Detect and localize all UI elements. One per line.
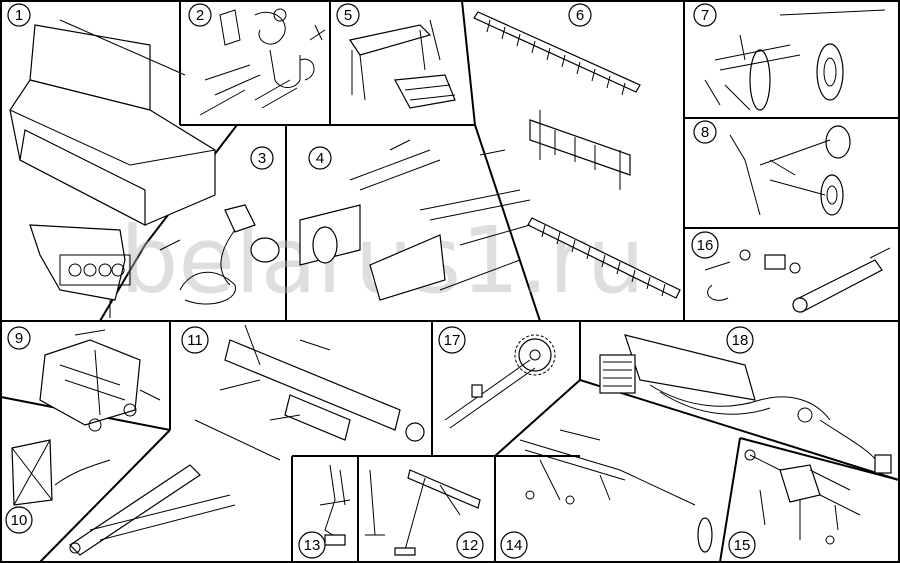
callout-15: 15 xyxy=(728,531,756,559)
panel-6-tooth-bars xyxy=(473,11,681,299)
svg-text:7: 7 xyxy=(701,7,709,24)
callout-10: 10 xyxy=(5,506,33,534)
callout-8: 8 xyxy=(693,120,717,144)
svg-text:5: 5 xyxy=(344,7,352,24)
svg-text:6: 6 xyxy=(576,7,584,24)
svg-text:1: 1 xyxy=(15,7,23,24)
svg-text:8: 8 xyxy=(701,124,709,141)
svg-text:14: 14 xyxy=(506,537,523,554)
panel-9-bracket xyxy=(39,329,161,432)
callout-6: 6 xyxy=(568,3,592,27)
svg-text:11: 11 xyxy=(187,332,203,349)
callout-11: 11 xyxy=(181,326,209,354)
callout-16: 16 xyxy=(691,231,719,259)
panel-8-wheel-assembly xyxy=(729,125,851,216)
callout-12: 12 xyxy=(456,531,484,559)
svg-text:16: 16 xyxy=(697,237,714,254)
panel-11-drawbar xyxy=(69,324,425,556)
panel-3-hose xyxy=(159,204,280,305)
callout-3: 3 xyxy=(250,146,274,170)
svg-text:10: 10 xyxy=(11,512,28,529)
panel-16-cylinder xyxy=(704,247,891,313)
panel-4-frame xyxy=(299,139,531,301)
callout-13: 13 xyxy=(298,531,326,559)
panel-number-callouts: 1 2 3 4 5 6 7 8 9 10 11 12 13 14 15 16 1… xyxy=(5,3,756,559)
svg-text:13: 13 xyxy=(304,537,321,554)
callout-17: 17 xyxy=(438,326,466,354)
panel-7-wheel-disc xyxy=(704,9,886,111)
svg-text:18: 18 xyxy=(732,332,749,349)
callout-7: 7 xyxy=(693,3,717,27)
svg-text:2: 2 xyxy=(196,7,204,24)
panel-5-steps xyxy=(349,19,456,109)
callout-5: 5 xyxy=(336,3,360,27)
panel-10-plate xyxy=(11,439,111,506)
panel-18-tank xyxy=(599,334,892,474)
callout-1: 1 xyxy=(7,3,31,27)
callout-14: 14 xyxy=(500,531,528,559)
callout-9: 9 xyxy=(7,326,31,350)
panel-15-valve xyxy=(744,449,861,545)
svg-text:15: 15 xyxy=(734,537,751,554)
panel-17-sprocket xyxy=(444,334,556,429)
svg-text:4: 4 xyxy=(316,150,324,167)
panel-14-linkage xyxy=(519,429,713,553)
callout-2: 2 xyxy=(188,3,212,27)
svg-text:17: 17 xyxy=(444,332,461,349)
panel-12-stand xyxy=(365,469,481,556)
svg-text:12: 12 xyxy=(462,537,479,554)
callout-4: 4 xyxy=(308,146,332,170)
callout-18: 18 xyxy=(726,326,754,354)
panel-1-hopper xyxy=(9,19,216,318)
panel-13-lever xyxy=(319,464,351,546)
svg-text:9: 9 xyxy=(15,330,23,347)
svg-text:3: 3 xyxy=(258,150,266,167)
panel-2-fittings xyxy=(199,8,326,116)
